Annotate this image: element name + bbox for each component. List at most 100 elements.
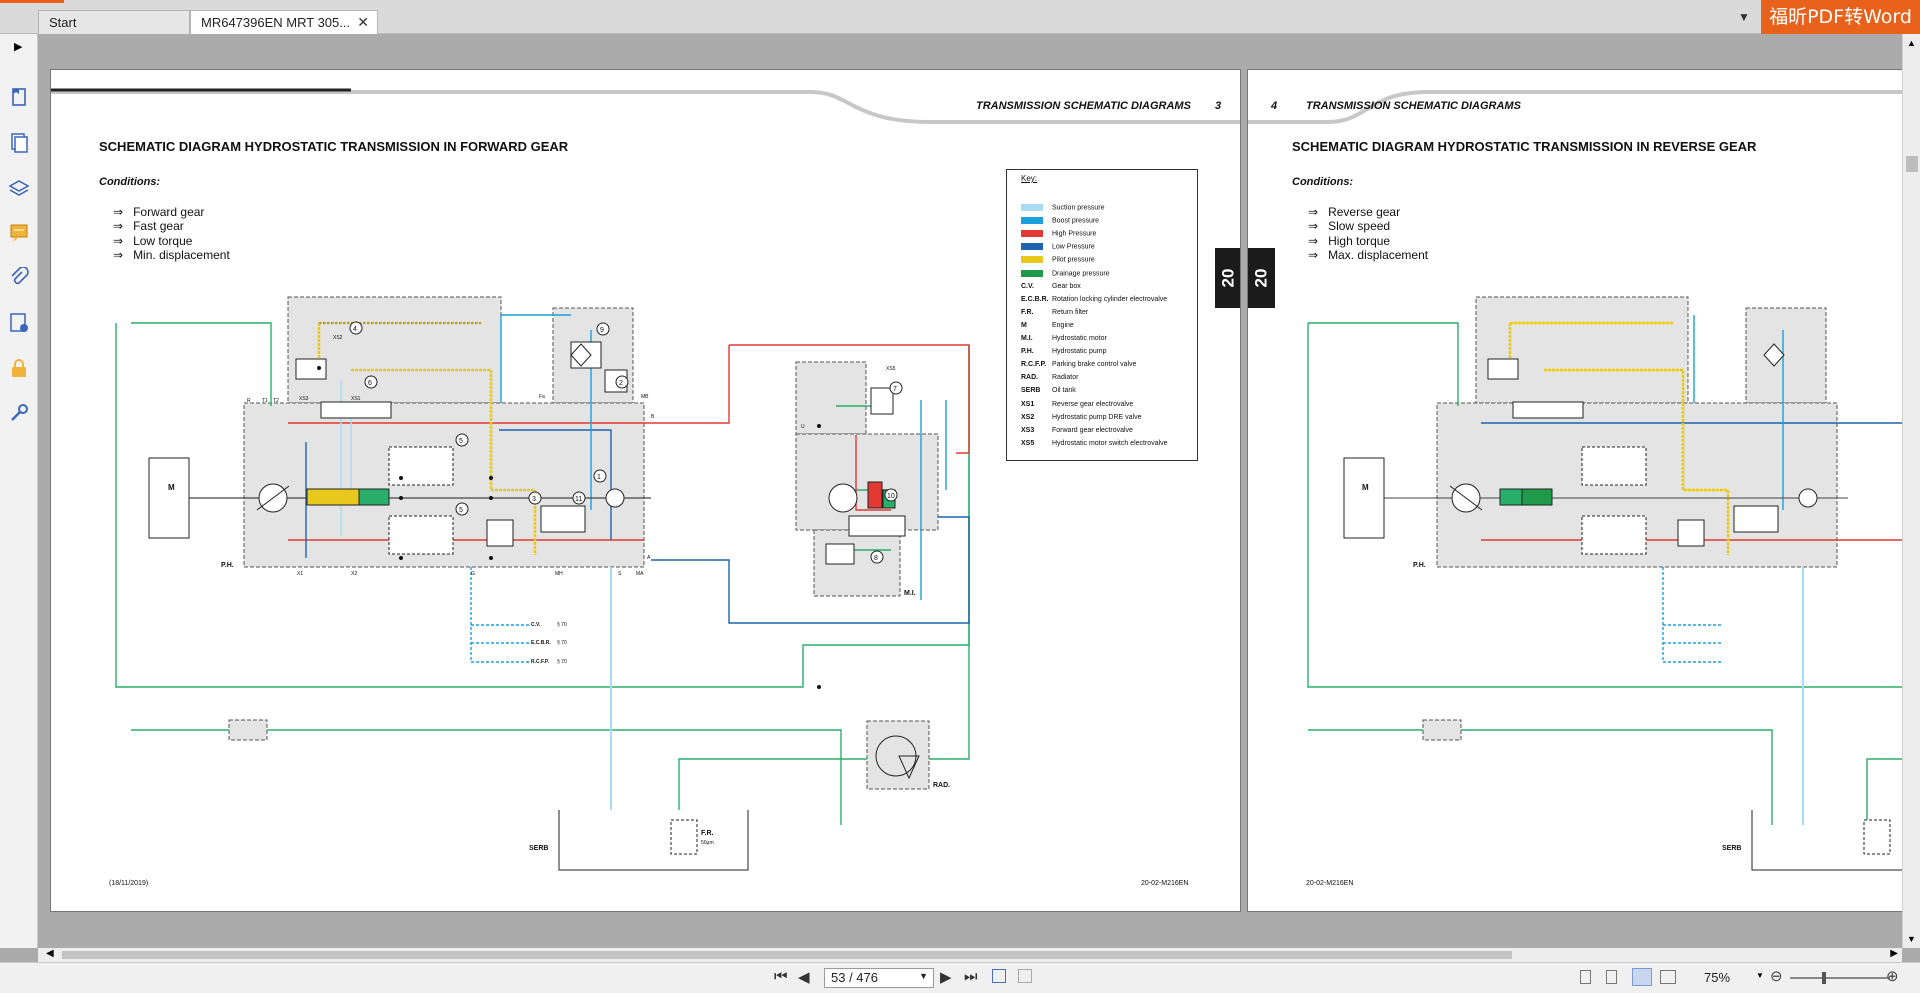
tab-document[interactable]: MR647396EN MRT 305... ✕ <box>190 10 378 34</box>
port-t1: T1 <box>262 398 268 404</box>
brand-banner[interactable]: 福昕PDF转Word <box>1761 0 1920 34</box>
condition-item: ⇒ Min. displacement <box>113 248 230 262</box>
page-number: 4 <box>1271 100 1278 112</box>
svg-text:5: 5 <box>459 507 463 514</box>
legend-title: Key: <box>1021 174 1038 183</box>
tab-label: Start <box>49 15 77 30</box>
zoom-out-icon[interactable]: ⊖ <box>1770 968 1783 985</box>
zoom-level[interactable]: 75% <box>1704 970 1731 985</box>
legend-label: Hydrostatic motor <box>1052 335 1107 342</box>
close-icon[interactable]: ✕ <box>357 14 369 30</box>
chapter-tab: 20 <box>1215 248 1240 308</box>
tab-start[interactable]: Start <box>38 10 190 34</box>
scroll-right-icon[interactable]: ▶ <box>1890 948 1898 959</box>
legend-label: Hydrostatic pump DRE valve <box>1052 413 1142 421</box>
condition-item: ⇒ Reverse gear <box>1308 205 1401 219</box>
page-number: 3 <box>1215 100 1222 112</box>
legend-swatch <box>1021 243 1043 251</box>
tools-icon[interactable] <box>8 402 30 424</box>
first-page-icon[interactable]: ⏮ <box>774 968 788 985</box>
legend-swatch <box>1021 269 1043 277</box>
continuous-page-icon[interactable] <box>1606 970 1617 984</box>
tap-ref: § 70 <box>557 640 567 646</box>
previous-page-icon[interactable]: ◀ <box>798 969 810 986</box>
svg-text:6: 6 <box>368 380 372 387</box>
chevron-down-icon[interactable]: ▼ <box>919 971 928 981</box>
pump-label: P.H. <box>221 562 234 569</box>
facing-pages-icon[interactable] <box>1632 968 1652 986</box>
next-view-icon[interactable] <box>1018 969 1032 983</box>
page-header: TRANSMISSION SCHEMATIC DIAGRAMS <box>976 100 1191 112</box>
legend-abbreviation: XS1 <box>1021 400 1035 408</box>
expand-panel-icon[interactable]: ▶ <box>14 41 23 53</box>
legend-item: F.R.Return filter <box>1021 309 1088 321</box>
zoom-slider[interactable] <box>1790 977 1890 979</box>
chevron-down-icon[interactable]: ▼ <box>1756 971 1764 980</box>
port-x2: X2 <box>351 571 358 577</box>
legend-label: Hydrostatic pump <box>1052 348 1107 356</box>
status-bar: ⏮ ◀ 53 / 476▼ ▶ ⏭ 75% ▼ ⊖ ⊕ <box>0 962 1920 993</box>
page-number-input[interactable]: 53 / 476▼ <box>824 968 934 988</box>
engine-label: M <box>1362 483 1369 492</box>
pages-thumbnail-icon[interactable] <box>8 132 30 154</box>
scroll-up-icon[interactable]: ▲ <box>1907 38 1916 48</box>
valve-xs3: XS3 <box>299 396 309 402</box>
legend-label: Rotation locking cylinder electrovalve <box>1052 295 1168 303</box>
zoom-in-icon[interactable]: ⊕ <box>1886 968 1899 985</box>
port-b: B <box>651 414 655 420</box>
ecbr-tap: E.C.B.R. <box>531 640 551 646</box>
svg-text:5: 5 <box>459 438 463 445</box>
valve-xs5: XS5 <box>886 366 896 372</box>
bookmark-icon[interactable] <box>8 86 30 108</box>
svg-text:1: 1 <box>597 474 601 481</box>
vertical-scrollbar[interactable]: ▲ ▼ <box>1902 34 1920 948</box>
legend-item: High Pressure <box>1021 230 1096 242</box>
port-ma: MA <box>636 571 644 577</box>
scrollbar-thumb[interactable] <box>1906 156 1918 172</box>
chapter-tab: 20 <box>1248 248 1275 308</box>
page-code: 20-02-M216EN <box>1141 880 1189 887</box>
layers-icon[interactable] <box>8 177 30 199</box>
single-page-icon[interactable] <box>1580 970 1591 984</box>
page-title: SCHEMATIC DIAGRAM HYDROSTATIC TRANSMISSI… <box>99 139 569 154</box>
port-mh: MH <box>555 571 563 577</box>
attachment-icon[interactable] <box>8 267 30 289</box>
condition-item: ⇒ Slow speed <box>1308 219 1391 233</box>
lock-icon[interactable] <box>8 357 30 379</box>
continuous-facing-icon[interactable] <box>1660 970 1676 984</box>
svg-text:10: 10 <box>887 493 895 500</box>
legend-label: Hydrostatic motor switch electrovalve <box>1052 439 1168 447</box>
last-page-icon[interactable]: ⏭ <box>964 968 978 985</box>
hydraulic-schematic <box>1307 296 1906 871</box>
comments-icon[interactable] <box>8 222 30 244</box>
condition-item: ⇒ Max. displacement <box>1308 248 1429 262</box>
signature-icon[interactable] <box>8 312 30 334</box>
legend-item: Low Pressure <box>1021 243 1095 255</box>
page-header: TRANSMISSION SCHEMATIC DIAGRAMS <box>1306 100 1521 112</box>
zoom-slider-handle[interactable] <box>1822 972 1826 984</box>
tab-list-dropdown-icon[interactable]: ▼ <box>1738 10 1750 24</box>
horizontal-scrollbar[interactable]: ◀ ▶ <box>38 948 1902 962</box>
port-r: R <box>247 398 251 404</box>
condition-item: ⇒ Low torque <box>113 234 193 248</box>
scroll-left-icon[interactable]: ◀ <box>46 948 54 959</box>
legend-item: Boost pressure <box>1021 217 1099 229</box>
valve-xs1: XS1 <box>351 396 361 402</box>
legend-label: Boost pressure <box>1052 217 1100 225</box>
legend-abbreviation: XS2 <box>1021 413 1035 421</box>
legend-label: Low Pressure <box>1052 243 1095 251</box>
tap-ref: § 70 <box>557 659 567 665</box>
scrollbar-thumb[interactable] <box>62 951 1512 959</box>
condition-item: ⇒ High torque <box>1308 234 1391 248</box>
next-page-icon[interactable]: ▶ <box>940 969 952 986</box>
scroll-down-icon[interactable]: ▼ <box>1907 934 1916 944</box>
port-t2: T2 <box>273 398 279 404</box>
legend-item: C.V.Gear box <box>1021 283 1081 295</box>
legend-abbreviation: SERB <box>1021 387 1041 395</box>
previous-view-icon[interactable] <box>992 969 1006 983</box>
valve-xs2: XS2 <box>333 335 343 341</box>
